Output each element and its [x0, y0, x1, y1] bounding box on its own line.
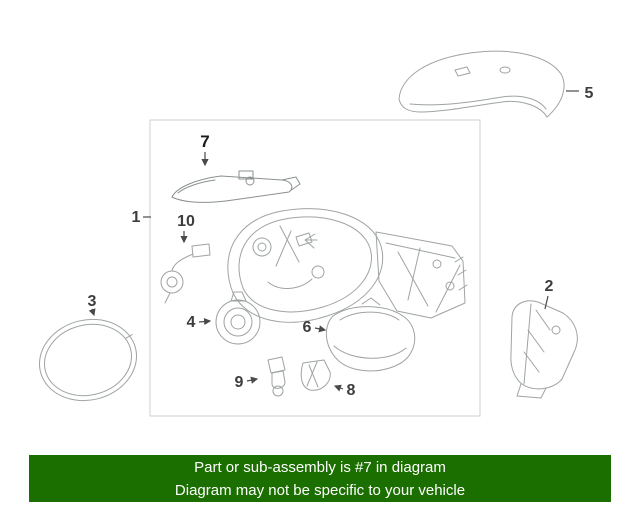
part-4-leader-arrow [198, 317, 212, 326]
part-2-leader-line [544, 295, 549, 310]
part-label-10: 10 [177, 213, 195, 230]
part-8-leader-arrow [333, 384, 344, 392]
part-label-1: 1 [132, 209, 141, 226]
part-8-bracket-drawing [300, 359, 331, 391]
part-label-5: 5 [585, 85, 594, 102]
part-label-3: 3 [88, 293, 97, 310]
part-5-mirror-cover-drawing [398, 50, 565, 118]
part-label-7: 7 [200, 132, 209, 151]
part-label-4: 4 [187, 314, 196, 331]
banner-line-2: Diagram may not be specific to your vehi… [174, 482, 466, 499]
part-3-mirror-glass-drawing [38, 318, 138, 402]
part-4-speaker-drawing [215, 291, 261, 345]
diagram-frame [149, 119, 481, 417]
part-label-2: 2 [545, 278, 554, 295]
part-6-leader-arrow [314, 325, 327, 333]
part-label-8: 8 [347, 382, 356, 399]
mirror-arm-bracket-drawing [375, 231, 468, 319]
part-10-connector-drawing [160, 243, 211, 304]
part-3-leader-arrow [88, 308, 96, 317]
banner-line-1: Part or sub-assembly is #7 in diagram [194, 459, 446, 476]
mirror-housing-drawing [227, 208, 384, 323]
info-banner: Part or sub-assembly is #7 in diagram Di… [29, 455, 611, 502]
part-label-9: 9 [235, 374, 244, 391]
part-2-mounting-base-drawing [510, 300, 578, 399]
part-7-turn-signal-lamp-drawing [171, 170, 301, 203]
part-9-leader-arrow [246, 376, 259, 384]
part-6-cover-drawing [325, 297, 416, 372]
part-9-bulb-drawing [267, 356, 286, 397]
part-label-6: 6 [303, 319, 312, 336]
